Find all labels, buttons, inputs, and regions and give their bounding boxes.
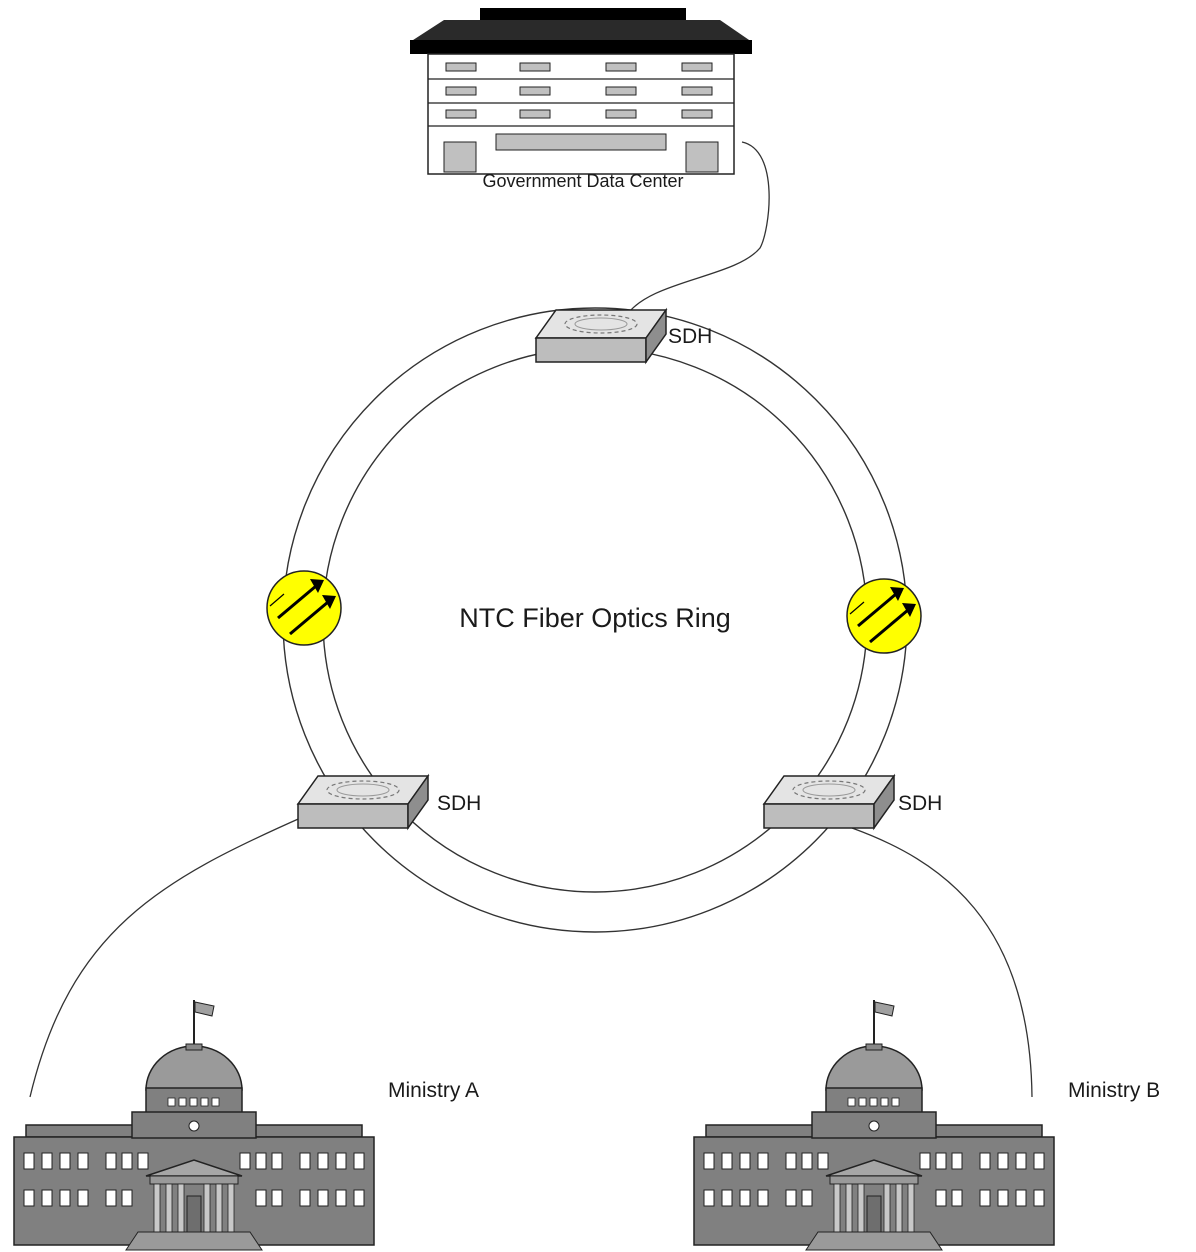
- ministry-a: Ministry A: [13, 999, 479, 1251]
- sdh-top-label: SDH: [668, 325, 712, 348]
- sdh-switch-icon: [763, 775, 895, 829]
- sdh-switch-left: SDH: [297, 775, 481, 829]
- sdh-switch-icon: [297, 775, 429, 829]
- sdh-left-label: SDH: [437, 792, 481, 815]
- link-sdh-to-ministry-a: [29, 815, 306, 1098]
- ministry-b-label: Ministry B: [1068, 1079, 1160, 1102]
- link-sdh-to-ministry-b: [851, 827, 1033, 1098]
- ministry-a-label: Ministry A: [388, 1079, 479, 1102]
- government-building-icon: [13, 999, 375, 1251]
- sdh-switch-icon: [535, 309, 667, 363]
- government-building-icon: [693, 999, 1055, 1251]
- ring-label: NTC Fiber Optics Ring: [459, 603, 731, 633]
- ministry-b: Ministry B: [693, 999, 1160, 1251]
- sdh-switch-right: SDH: [763, 775, 942, 829]
- optical-amplifier-icon: [845, 577, 923, 655]
- sdh-switch-top: SDH: [535, 309, 712, 363]
- data-center-label: Government Data Center: [482, 171, 683, 191]
- sdh-right-label: SDH: [898, 792, 942, 815]
- office-building-icon: [410, 8, 752, 175]
- optical-amplifier-icon: [265, 569, 343, 647]
- link-datacenter-to-sdh: [625, 141, 770, 317]
